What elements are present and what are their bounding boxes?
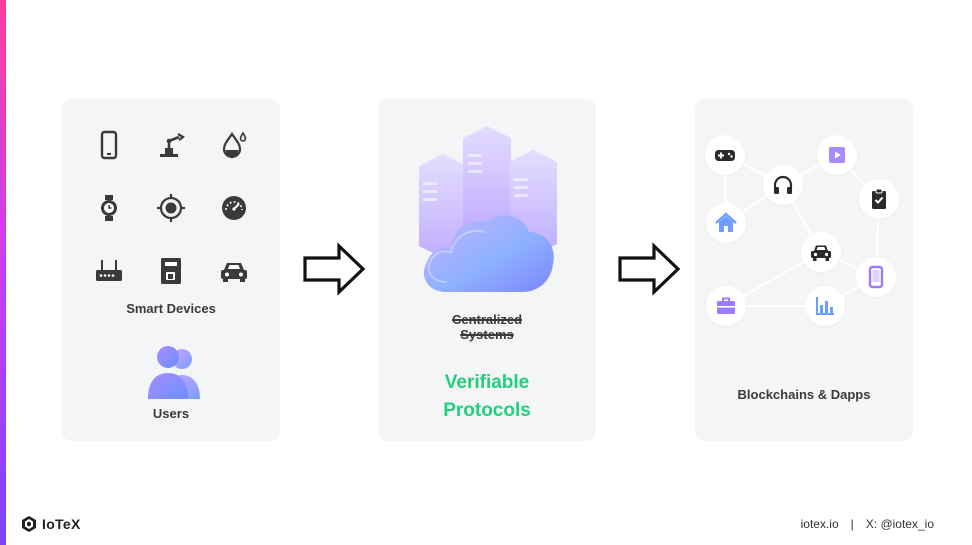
smartwatch-icon — [93, 192, 125, 224]
right-arrow-icon — [303, 242, 367, 296]
gauge-icon — [218, 192, 250, 224]
robot-arm-icon — [155, 129, 187, 161]
chart-node — [805, 286, 845, 326]
users-icon — [144, 343, 204, 401]
protocols-label: Protocols — [443, 400, 531, 421]
car-icon — [811, 245, 831, 261]
gamepad-node — [705, 135, 745, 175]
verifiable-label: Verifiable — [444, 372, 530, 393]
router-icon — [93, 255, 125, 287]
centralized-label: Centralized — [451, 312, 523, 327]
right-arrow-icon — [618, 242, 682, 296]
systems-label: Systems — [460, 327, 514, 342]
site-link[interactable]: iotex.io — [800, 517, 839, 531]
clipboard-check-icon — [872, 188, 886, 209]
footer-separator: | — [850, 517, 854, 531]
smart-devices-panel: Smart Devices Users — [62, 99, 280, 441]
target-sensor-icon — [155, 192, 187, 224]
brand-name: IoTeX — [42, 516, 81, 532]
social-handle[interactable]: X: @iotex_io — [865, 517, 934, 531]
car-icon — [218, 255, 250, 287]
headphones-icon — [773, 175, 793, 194]
cloud-servers-icon — [413, 124, 563, 294]
smartphone-icon — [868, 265, 884, 289]
home-icon — [715, 212, 737, 232]
briefcase-icon — [717, 297, 735, 314]
blockchains-dapps-label: Blockchains & Dapps — [737, 387, 871, 402]
smart-devices-label: Smart Devices — [126, 301, 216, 316]
centralized-systems-panel: Centralized Systems Verifiable Protocols — [378, 99, 596, 441]
home-node — [706, 203, 746, 243]
users-label: Users — [152, 406, 190, 421]
play-video-icon — [829, 147, 845, 163]
phone-node — [856, 257, 896, 297]
smartphone-icon — [93, 129, 125, 161]
iotex-logo: IoTeX — [20, 515, 81, 533]
water-drop-icon — [218, 129, 250, 161]
car-node — [801, 232, 841, 272]
video-node — [817, 135, 857, 175]
blockchains-dapps-panel: Blockchains & Dapps — [695, 99, 913, 441]
footer-links: iotex.io | X: @iotex_io — [801, 517, 934, 531]
coffee-machine-icon — [155, 255, 187, 287]
briefcase-node — [706, 286, 746, 326]
gamepad-icon — [715, 150, 735, 161]
left-accent-bar — [0, 0, 6, 545]
iotex-logo-icon — [22, 516, 36, 532]
clipboard-node — [859, 179, 899, 219]
headphones-node — [763, 165, 803, 205]
bar-chart-icon — [816, 297, 834, 315]
